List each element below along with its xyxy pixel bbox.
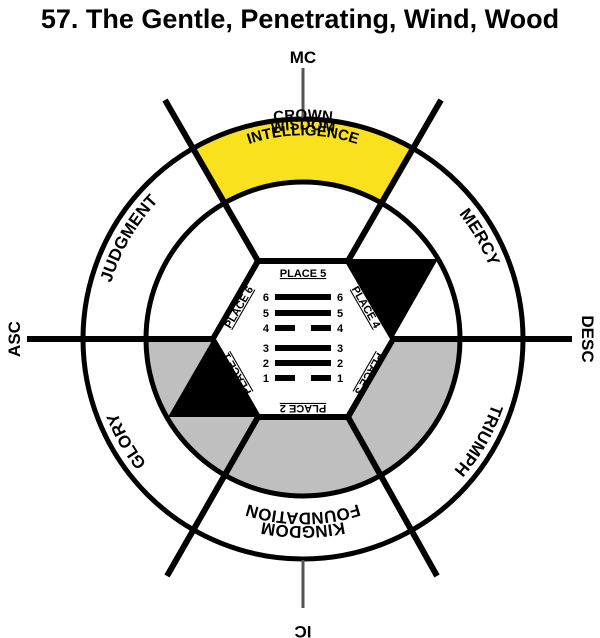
spoke-upper-right [345,98,444,263]
broken-line-left [275,325,295,331]
line-number-left: 2 [263,358,269,370]
ic-label: IC [295,622,312,638]
solid-line [275,310,331,316]
spoke-lower-left [164,415,261,578]
mc-label: MC [290,48,316,67]
central-hexagon [209,258,397,420]
hexagram-lines: 6 6 5 5 4 4 3 3 2 2 1 1 [263,292,344,385]
line-number-left: 6 [263,292,269,304]
line-number-right: 6 [337,292,343,304]
upper-right-triangle [348,259,438,338]
spoke-upper-left [162,98,261,263]
crown-segment-fill [193,118,413,204]
wisdom-label: WISDOM [270,117,337,137]
line-number-left: 1 [263,373,269,385]
line-number-left: 5 [263,308,269,320]
line-number-right: 5 [337,308,343,320]
place2-label: PLACE 2 [280,402,326,414]
place5-label: PLACE 5 [280,268,326,280]
svg-text:KINGDOM: KINGDOM [260,518,347,541]
solid-line [275,294,331,300]
central-hexagon-fill [216,264,390,414]
broken-line-left [275,375,295,381]
spoke-lower-right [345,415,440,578]
line-number-right: 1 [337,373,343,385]
desc-label: DESC [578,315,597,362]
diagram-title: 57. The Gentle, Penetrating, Wind, Wood [40,4,560,34]
crown-label: CROWN [272,107,333,126]
line-number-right: 3 [337,343,343,355]
kingdom-label: KINGDOM [260,518,347,541]
line-number-right: 4 [337,323,344,335]
line-number-left: 4 [263,323,270,335]
line-number-left: 3 [263,343,269,355]
svg-text:CROWN: CROWN [272,107,333,126]
asc-label: ASC [5,321,24,357]
line-number-right: 2 [337,358,343,370]
solid-line [275,345,331,351]
broken-line-right [311,375,331,381]
solid-line [275,360,331,366]
lower-left-triangle [168,339,258,417]
broken-line-right [311,325,331,331]
svg-text:WISDOM: WISDOM [270,117,337,137]
